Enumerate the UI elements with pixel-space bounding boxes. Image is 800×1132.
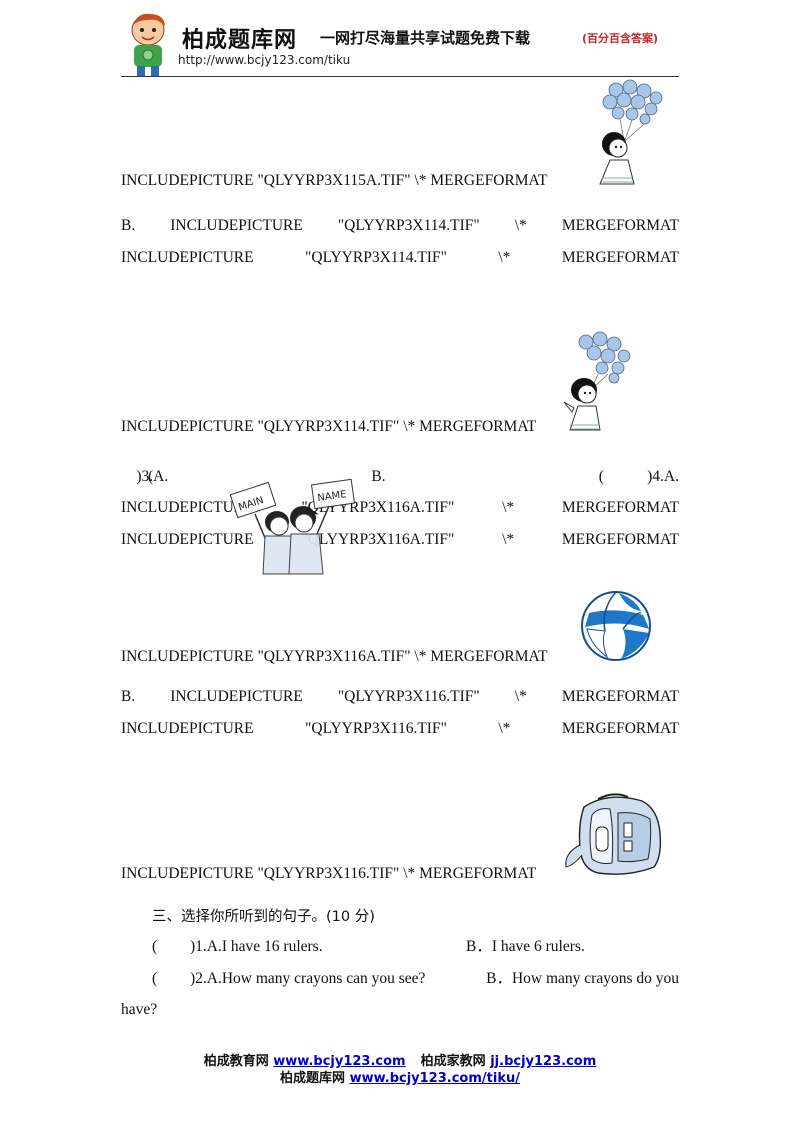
question-4-label: )4.A. [647,468,679,485]
line-2-part: "QLYYRP3X114.TIF" [337,217,480,234]
line-2-part: MERGEFORMAT [561,217,679,234]
site-slogan: 一网打尽海量共享试题免费下载 [320,29,531,47]
option-b-label: B. [371,468,386,485]
line-7-part: INCLUDEPICTURE [121,531,254,548]
footer-link-1[interactable]: www.bcjy123.com [273,1054,406,1069]
paren-open: ( [148,468,154,485]
q2-paren: ( [152,970,158,987]
q1-option-a: )1.A.I have 16 rulers. [190,938,323,955]
line-3-part: \* [498,249,511,266]
paren-open: ( [598,468,604,485]
question-1: ( )1.A.I have 16 rulers. B．I have 6 rule… [152,937,679,957]
line-1: INCLUDEPICTURE "QLYYRP3X115A.TIF" \* MER… [121,172,548,189]
line-3-part: "QLYYRP3X114.TIF" [305,249,447,266]
line-3-part: MERGEFORMAT [561,249,679,266]
line-9-part: MERGEFORMAT [561,688,679,705]
header-divider [121,76,679,77]
mascot-logo-icon [131,13,165,76]
girl-with-balloons-image [599,79,663,185]
section-3-heading: 三、选择你所听到的句子。(10 分) [152,909,375,925]
line-10-part: "QLYYRP3X116.TIF" [305,720,447,737]
footer-line-2: 柏成题库网 www.bcjy123.com/tiku/ [0,1070,800,1087]
site-url[interactable]: http://www.bcjy123.com/tiku [178,53,351,67]
line-3: INCLUDEPICTURE "QLYYRP3X114.TIF" \* MERG… [121,248,679,268]
line-9-part: B. [121,688,136,705]
line-4: INCLUDEPICTURE "QLYYRP3X114.TIF" \* MERG… [121,418,537,435]
site-title: 柏成题库网 [182,28,298,53]
line-9: B. INCLUDEPICTURE "QLYYRP3X116.TIF" \* M… [121,687,679,707]
line-10-part: INCLUDEPICTURE [121,720,254,737]
question-2: ( )2.A.How many crayons can you see? B．H… [152,969,679,989]
question-3-label: )3.A. [136,468,169,485]
footer-link-2[interactable]: jj.bcjy123.com [490,1054,597,1069]
footer-line-1: 柏成教育网 www.bcjy123.com 柏成家教网 jj.bcjy123.c… [0,1053,800,1070]
line-5: ( )3.A. B. ( )4.A. [136,467,679,487]
line-3-part: INCLUDEPICTURE [121,249,254,266]
line-10-part: \* [498,720,511,737]
q1-option-b: B．I have 6 rulers. [466,938,585,955]
line-8: INCLUDEPICTURE "QLYYRP3X116A.TIF" \* MER… [121,648,548,665]
line-6-part: INCLUDEPICTURE [121,499,254,516]
q2-option-b-continuation: have? [121,1001,158,1018]
girl-with-balloons-image-2 [563,331,631,431]
line-6: INCLUDEPICTURE "QLYYRP3X116A.TIF" \* MER… [121,498,679,518]
line-2-part: B. [121,217,136,234]
q2-option-b: B．How many crayons do you [486,970,679,987]
line-9-part: \* [514,688,527,705]
line-2: B. INCLUDEPICTURE "QLYYRP3X114.TIF" \* M… [121,216,679,236]
line-10: INCLUDEPICTURE "QLYYRP3X116.TIF" \* MERG… [121,719,679,739]
line-7-part: MERGEFORMAT [561,531,679,548]
line-2-part: \* [514,217,527,234]
backpack-image [565,793,662,875]
line-6-part: \* [502,499,515,516]
kids-with-signs-image: MAIN NAME [229,478,355,575]
volleyball-image [581,591,651,661]
line-2-part: INCLUDEPICTURE [170,217,303,234]
footer-site-2: 柏成家教网 [420,1054,486,1069]
q2-option-a: )2.A.How many crayons can you see? [190,970,426,987]
footer-site-1: 柏成教育网 [203,1054,269,1069]
footer-link-3[interactable]: www.bcjy123.com/tiku/ [349,1071,520,1086]
footer-site-3: 柏成题库网 [280,1071,346,1086]
q1-paren: ( [152,938,158,955]
line-10-part: MERGEFORMAT [561,720,679,737]
line-6-part: MERGEFORMAT [561,499,679,516]
line-9-part: "QLYYRP3X116.TIF" [337,688,480,705]
line-7: INCLUDEPICTURE "QLYYRP3X116A.TIF" \* MER… [121,530,679,550]
line-7-part: \* [502,531,515,548]
sign-right-text: NAME [317,489,348,504]
line-7-part: "QLYYRP3X116A.TIF" [301,531,455,548]
answer-tag: (百分百含答案) [582,32,659,45]
line-9-part: INCLUDEPICTURE [170,688,303,705]
line-11: INCLUDEPICTURE "QLYYRP3X116.TIF" \* MERG… [121,865,537,882]
